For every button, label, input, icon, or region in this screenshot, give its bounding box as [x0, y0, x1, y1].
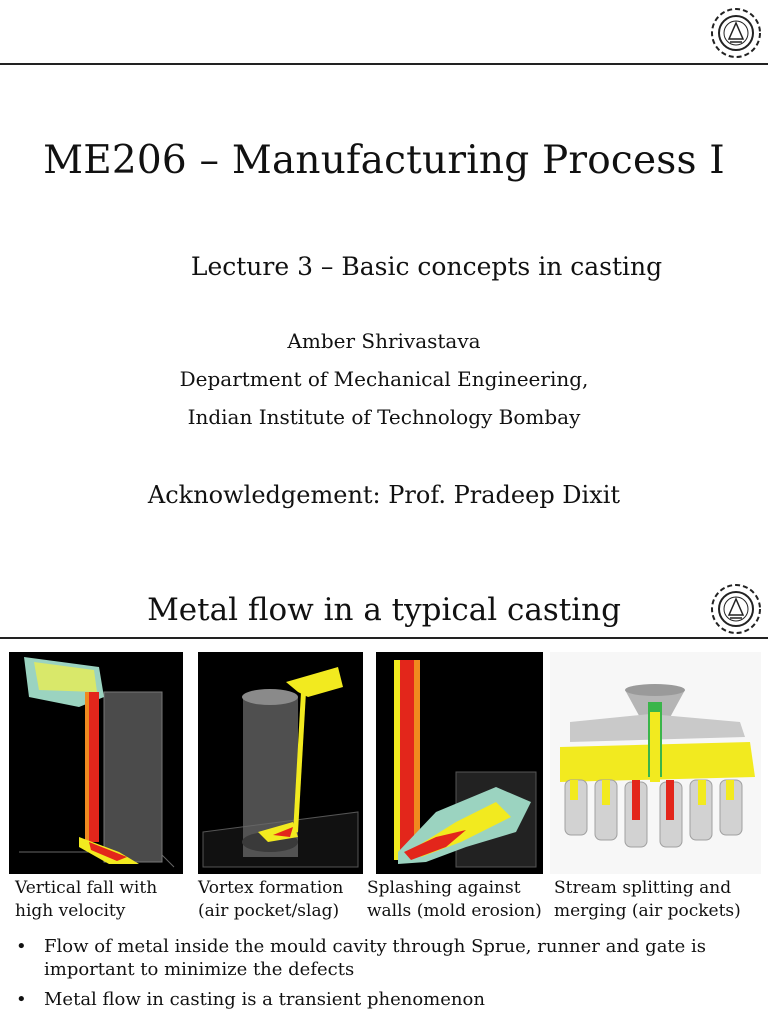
caption-vertical-fall: Vertical fall with high velocity [15, 877, 157, 923]
acknowledgement: Acknowledgement: Prof. Pradeep Dixit [147, 481, 621, 509]
bullet-item: • Flow of metal inside the mould cavity … [16, 935, 756, 981]
header-rule [0, 637, 768, 639]
author-name: Amber Shrivastava [287, 329, 481, 353]
caption-line: Stream splitting and [554, 878, 732, 898]
caption-line: merging (air pockets) [554, 901, 741, 921]
bullet-text: Metal flow in casting is a transient phe… [44, 989, 485, 1010]
caption-line: (air pocket/slag) [198, 901, 340, 921]
caption-line: Splashing against [367, 878, 521, 898]
bullet-marker: • [16, 989, 27, 1010]
caption-line: Vertical fall with [15, 878, 158, 898]
lecture-subtitle: Lecture 3 – Basic concepts in casting [190, 252, 663, 281]
iitb-logo-graphic [711, 584, 761, 634]
bullet-marker: • [16, 936, 27, 957]
simulation-image-vortex [198, 652, 363, 874]
slide-title: ME206 – Manufacturing Process I [43, 138, 725, 183]
slide-title: Metal flow in a typical casting [147, 592, 621, 628]
slide-2: Metal flow in a typical casting [0, 575, 768, 1024]
institute: Indian Institute of Technology Bombay [187, 405, 581, 429]
iitb-logo [706, 3, 766, 63]
bullet-list: • Flow of metal inside the mould cavity … [16, 935, 756, 1018]
caption-splashing: Splashing against walls (mold erosion) [367, 877, 542, 923]
bullet-item: • Metal flow in casting is a transient p… [16, 988, 756, 1011]
caption-line: high velocity [15, 901, 126, 921]
iitb-logo-graphic [711, 8, 761, 58]
iitb-logo [706, 579, 766, 639]
caption-vortex: Vortex formation (air pocket/slag) [198, 877, 343, 923]
slide-1: ME206 – Manufacturing Process I Lecture … [0, 3, 768, 509]
caption-line: walls (mold erosion) [367, 901, 542, 921]
simulation-image-vertical-fall [9, 652, 183, 874]
caption-line: Vortex formation [198, 878, 344, 898]
header-rule [0, 63, 768, 65]
caption-stream-splitting: Stream splitting and merging (air pocket… [554, 877, 741, 923]
simulation-image-splashing [376, 652, 543, 874]
department: Department of Mechanical Engineering, [179, 367, 589, 391]
bullet-text: Flow of metal inside the mould cavity th… [44, 936, 707, 980]
simulation-image-stream-splitting [550, 652, 761, 874]
